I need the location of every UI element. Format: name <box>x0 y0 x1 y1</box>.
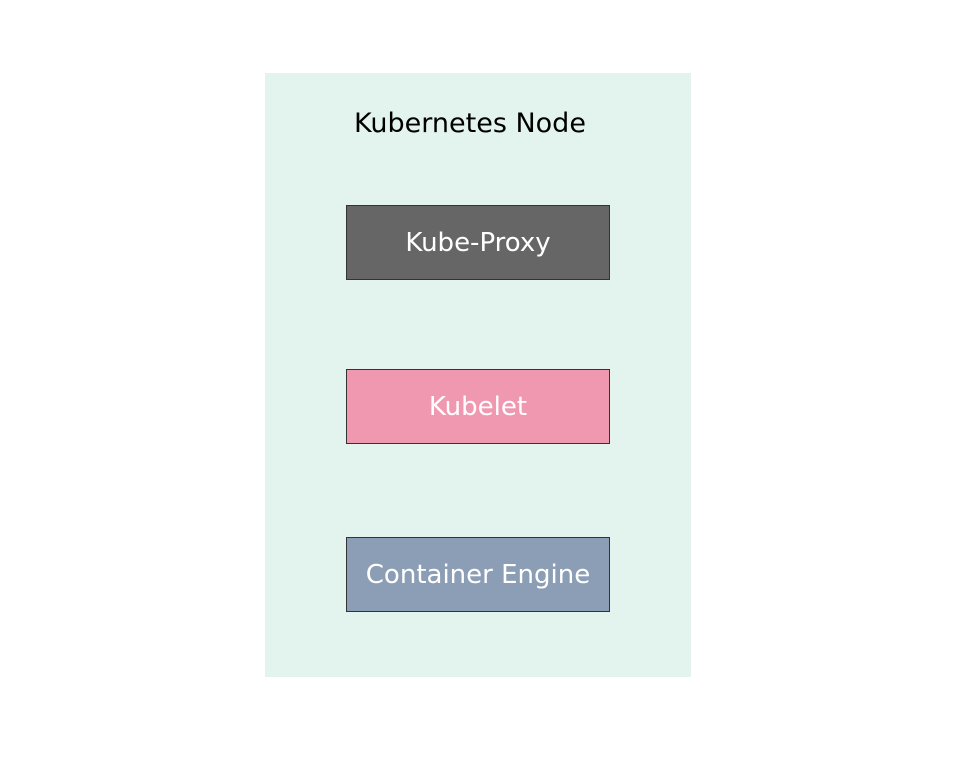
kubelet-label: Kubelet <box>428 391 528 422</box>
kube-proxy-box: Kube-Proxy <box>346 205 610 280</box>
kubelet-box: Kubelet <box>346 369 610 444</box>
node-title: Kubernetes Node <box>354 108 586 139</box>
container-engine-box: Container Engine <box>346 537 610 612</box>
container-engine-label: Container Engine <box>365 559 591 590</box>
kube-proxy-label: Kube-Proxy <box>405 227 551 258</box>
